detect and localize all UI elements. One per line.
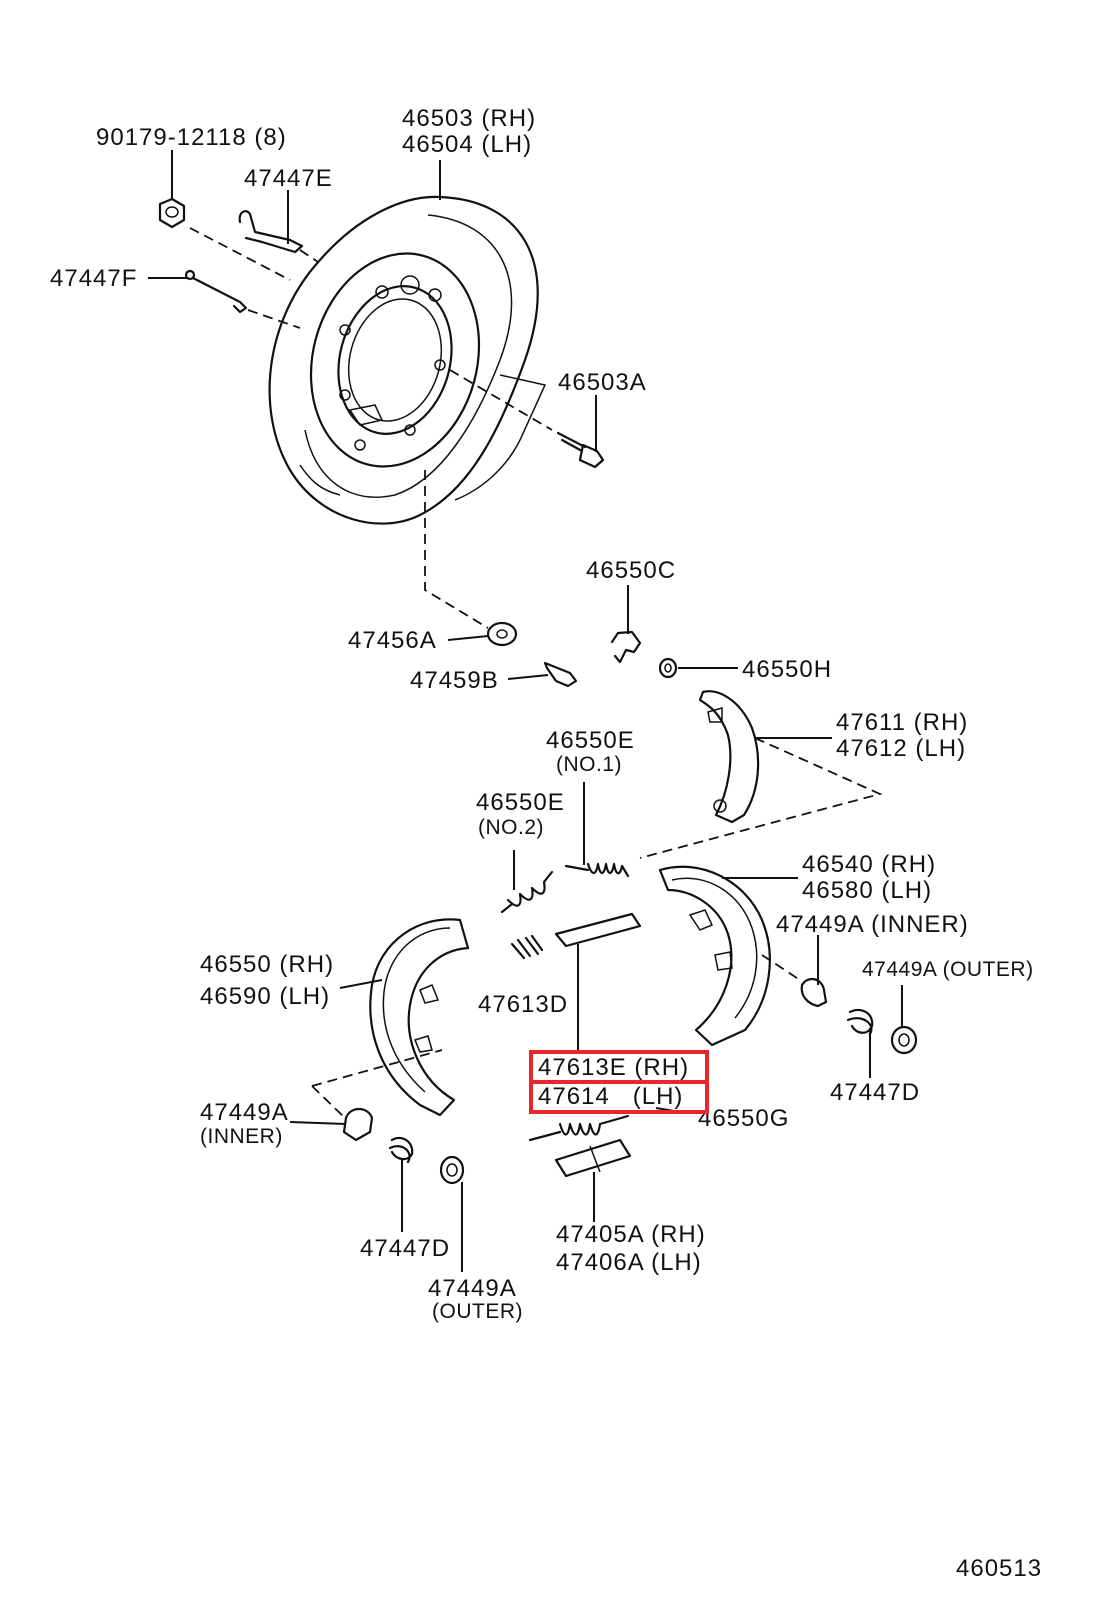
label-46580-lh: 46580 (LH) <box>802 877 932 904</box>
label-47447D-left: 47447D <box>360 1235 450 1262</box>
bolt-47459B-illustration <box>543 661 578 688</box>
label-47449A-outer-left-note: (OUTER) <box>432 1300 523 1323</box>
shoe-46550-illustration <box>369 918 470 1117</box>
cup-47449A-outer-left-illustration <box>439 1155 465 1185</box>
label-46550E-no2: 46550E <box>476 789 565 816</box>
label-46550C: 46550C <box>586 557 676 584</box>
label-47459B: 47459B <box>410 667 499 694</box>
label-46550E-no1-note: (NO.1) <box>556 753 622 776</box>
washer-46550H-illustration <box>658 657 678 679</box>
label-47613D: 47613D <box>478 991 568 1018</box>
label-46540-rh: 46540 (RH) <box>802 851 936 878</box>
label-47447F: 47447F <box>50 265 137 292</box>
pin-47447F-illustration <box>184 269 248 314</box>
label-47447E: 47447E <box>244 165 333 192</box>
label-46590-lh: 46590 (LH) <box>200 983 330 1010</box>
label-46504-lh: 46504 (LH) <box>402 131 532 158</box>
assembly-dashed-lines <box>189 227 883 1119</box>
label-47449A-outer-left: 47449A <box>428 1275 517 1302</box>
highlight-boxes <box>529 1050 709 1114</box>
label-46550H: 46550H <box>742 656 832 683</box>
cup-47449A-outer-right-illustration <box>890 1025 918 1055</box>
label-47449A-inner-left: 47449A <box>200 1099 289 1126</box>
strut-47613E-illustration <box>554 912 642 948</box>
spring-47447D-right-illustration <box>846 1008 874 1036</box>
lever-47611-illustration <box>698 690 760 824</box>
pin-47449A-inner-left-illustration <box>342 1107 374 1142</box>
backing-plate-illustration <box>268 195 547 525</box>
clip-46550C-illustration <box>610 630 642 664</box>
label-46503-rh: 46503 (RH) <box>402 105 536 132</box>
label-47405A-rh: 47405A (RH) <box>556 1221 706 1248</box>
label-47456A: 47456A <box>348 627 437 654</box>
pin-47449A-inner-right-illustration <box>800 977 828 1008</box>
nut-90179-illustration <box>158 197 186 229</box>
label-47449A-outer-right: 47449A (OUTER) <box>862 958 1034 981</box>
spring-46550E-no2-illustration <box>500 870 554 914</box>
label-47612-lh: 47612 (LH) <box>836 735 966 762</box>
highlight-box-47614 <box>529 1080 709 1114</box>
label-47613E-rh: 47613E (RH) <box>538 1054 689 1081</box>
label-47447D-right: 47447D <box>830 1079 920 1106</box>
clip-47447E-illustration <box>238 210 304 254</box>
label-47406A-lh: 47406A (LH) <box>556 1249 702 1276</box>
label-46550E-no1: 46550E <box>546 727 635 754</box>
washer-47456A-illustration <box>486 621 518 647</box>
spring-46550G-illustration <box>528 1114 630 1142</box>
part-labels: 90179-12118 (8) 46503 (RH) 46504 (LH) 47… <box>50 105 1042 1582</box>
label-47614-lh: 47614 (LH) <box>538 1083 683 1110</box>
label-47449A-inner-right: 47449A (INNER) <box>776 911 969 938</box>
label-46550-rh: 46550 (RH) <box>200 951 334 978</box>
adjuster-47405A-illustration <box>554 1138 632 1178</box>
spring-47613D-illustration <box>510 934 544 960</box>
spring-47447D-left-illustration <box>388 1136 414 1164</box>
label-90179-12118: 90179-12118 (8) <box>96 124 287 151</box>
shoe-46540-illustration <box>658 865 771 1047</box>
label-47611-rh: 47611 (RH) <box>836 709 968 736</box>
label-46503A: 46503A <box>558 369 647 396</box>
bolt-46503A-illustration <box>556 431 605 469</box>
diagram-code: 460513 <box>956 1555 1042 1582</box>
label-46550G: 46550G <box>698 1105 789 1132</box>
spring-46550E-no1-illustration <box>564 862 630 878</box>
label-46550E-no2-note: (NO.2) <box>478 816 544 839</box>
label-47449A-inner-left-note: (INNER) <box>200 1125 283 1148</box>
